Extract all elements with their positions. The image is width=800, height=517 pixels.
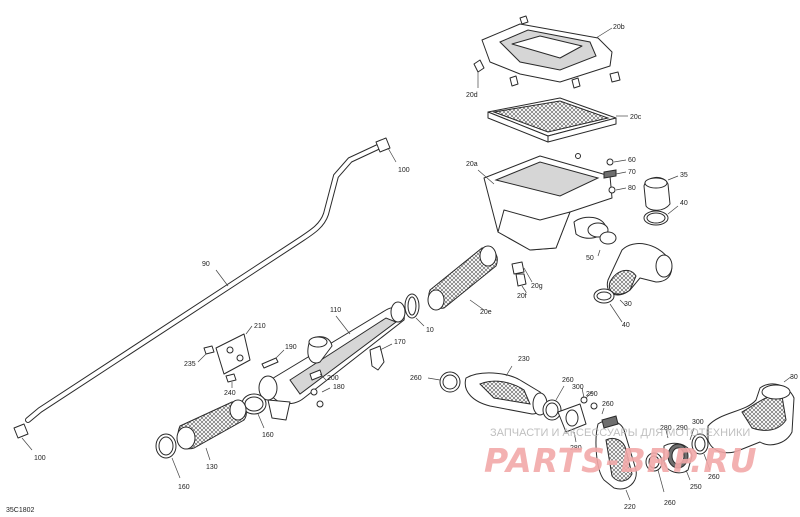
callout-60: 60 (628, 157, 636, 164)
watermark-brand: PARTS-BRP.RU (484, 441, 758, 480)
callout-280-left: 280 (570, 445, 582, 452)
callout-100-upper: 100 (398, 167, 410, 174)
callout-20a: 20a (466, 161, 478, 168)
callout-170: 170 (394, 339, 406, 346)
callout-220: 220 (624, 504, 636, 511)
flex-hose-20e (427, 245, 498, 311)
callout-110: 110 (330, 307, 341, 314)
callout-35: 35 (680, 172, 688, 179)
clamp-10 (404, 293, 425, 327)
callout-160-upper: 160 (262, 432, 274, 439)
callout-20e: 20e (480, 309, 492, 316)
callout-20b: 20b (613, 24, 625, 31)
callout-210: 210 (254, 323, 266, 330)
callout-290-left: 290 (586, 391, 598, 398)
part-20g-20f (511, 261, 533, 293)
callout-20g: 20g (531, 283, 543, 290)
callout-280-right: 280 (660, 425, 672, 432)
callout-300-right: 300 (692, 419, 704, 426)
clamp-260-lower (645, 452, 665, 493)
watermark: ЗАПЧАСТИ И АКСЕССУАРЫ ДЛЯ МОТОТЕХНИКИ PA… (484, 427, 758, 480)
callout-20c: 20c (630, 114, 642, 121)
hose-130 (176, 399, 247, 461)
elbow-30-upper (593, 231, 673, 323)
elbow-220 (595, 407, 637, 501)
callout-260-lower: 260 (664, 500, 676, 507)
callout-180: 180 (333, 384, 345, 391)
callout-230: 230 (518, 356, 530, 363)
callout-235: 235 (184, 361, 196, 368)
bracket-210 (197, 325, 253, 388)
screws-190-200-180 (261, 349, 331, 408)
clamp-160-lower (155, 433, 181, 479)
callout-260-left: 260 (410, 375, 422, 382)
callout-300-left: 300 (572, 384, 584, 391)
duct-30-lower (707, 375, 795, 454)
callout-260-right: 260 (708, 474, 720, 481)
callout-80: 80 (628, 185, 636, 192)
airbox-cover (481, 15, 613, 83)
airbox-hardware (575, 153, 627, 194)
callout-40-lower: 40 (622, 322, 630, 329)
clamp-160-upper (241, 393, 267, 429)
callout-40-upper: 40 (680, 200, 688, 207)
watermark-tagline: ЗАПЧАСТИ И АКСЕССУАРЫ ДЛЯ МОТОТЕХНИКИ (490, 427, 750, 439)
callout-200: 200 (327, 375, 339, 382)
clamp-260-right (691, 433, 711, 471)
clamp-40-upper (643, 205, 679, 226)
callout-260-mid: 260 (562, 377, 574, 384)
callout-100-lower: 100 (34, 455, 46, 462)
callout-160-lower: 160 (178, 484, 190, 491)
callout-250: 250 (690, 484, 702, 491)
callout-labels: 20b 20d 20c 20a 60 70 80 35 40 50 30 40 … (34, 24, 798, 511)
callout-20f: 20f (517, 293, 527, 300)
airbox-base (477, 155, 613, 251)
clamps-260-280 (542, 385, 587, 443)
figure-reference: 35C1802 (6, 507, 35, 514)
callout-190: 190 (285, 344, 297, 351)
callout-70: 70 (628, 169, 636, 176)
callout-20d: 20d (466, 92, 478, 99)
callout-10: 10 (426, 327, 434, 334)
clamp-260-left (427, 371, 461, 393)
cover-clips (473, 59, 621, 89)
callout-30-lower: 30 (790, 374, 798, 381)
callout-240: 240 (224, 390, 236, 397)
clip-170 (369, 343, 393, 371)
callout-50: 50 (586, 255, 594, 262)
callout-260-upper-right: 260 (602, 401, 614, 408)
air-filter (487, 97, 628, 143)
callout-290-right: 290 (676, 425, 688, 432)
callout-90: 90 (202, 261, 210, 268)
part-35-cap (643, 175, 679, 211)
callout-30-upper: 30 (624, 301, 632, 308)
drain-tube-90 (13, 137, 397, 451)
hardware-290-300 (580, 387, 598, 410)
bellows-230 (464, 365, 548, 416)
callout-130: 130 (206, 464, 218, 471)
part-250-coupler (663, 427, 695, 481)
